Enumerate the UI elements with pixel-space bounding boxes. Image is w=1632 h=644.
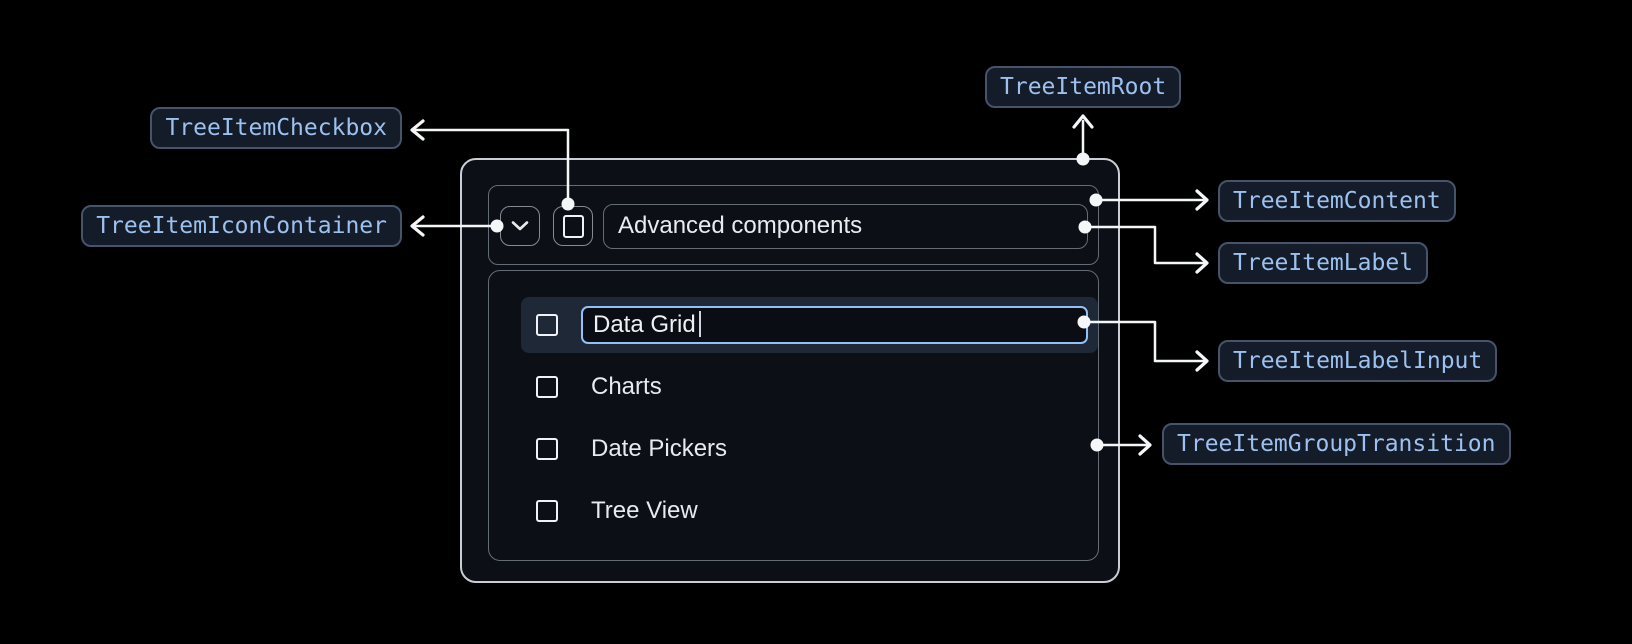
tree-row-label: Tree View [591,497,698,524]
tree-item-checkbox[interactable] [553,206,593,246]
tree-item-label-input[interactable]: Data Grid [581,306,1088,344]
tree-item-root: Advanced components Data Grid Charts Dat… [460,158,1120,583]
badge-tree-item-group-transition: TreeItemGroupTransition [1162,423,1511,465]
chevron-down-icon [511,221,529,231]
text-caret [698,311,701,337]
badge-tree-item-root: TreeItemRoot [985,66,1182,108]
checkbox-unchecked-icon [562,214,584,238]
badge-tree-item-content: TreeItemContent [1218,180,1456,222]
tree-item-content[interactable]: Advanced components [488,185,1099,265]
badge-tree-item-checkbox: TreeItemCheckbox [150,107,402,149]
tree-item-icon-container[interactable] [500,206,540,246]
checkbox-unchecked-icon[interactable] [536,438,558,460]
tree-row-editing[interactable]: Data Grid [521,297,1098,353]
badge-tree-item-label: TreeItemLabel [1218,242,1429,284]
checkbox-unchecked-icon[interactable] [536,314,558,336]
tree-row[interactable]: Tree View [521,483,1098,539]
tree-item-label[interactable]: Advanced components [603,204,1088,249]
badge-tree-item-icon-container: TreeItemIconContainer [81,205,402,247]
badge-tree-item-label-input: TreeItemLabelInput [1218,340,1498,382]
tree-row[interactable]: Charts [521,359,1098,415]
tree-item-group-transition: Data Grid Charts Date Pickers Tree View [488,270,1099,561]
checkbox-unchecked-icon[interactable] [536,500,558,522]
tree-row[interactable]: Date Pickers [521,421,1098,477]
checkbox-unchecked-icon[interactable] [536,376,558,398]
tree-row-label: Charts [591,373,662,400]
label-input-value: Data Grid [593,311,696,338]
connector-root [1072,114,1094,161]
tree-row-label: Date Pickers [591,435,728,462]
